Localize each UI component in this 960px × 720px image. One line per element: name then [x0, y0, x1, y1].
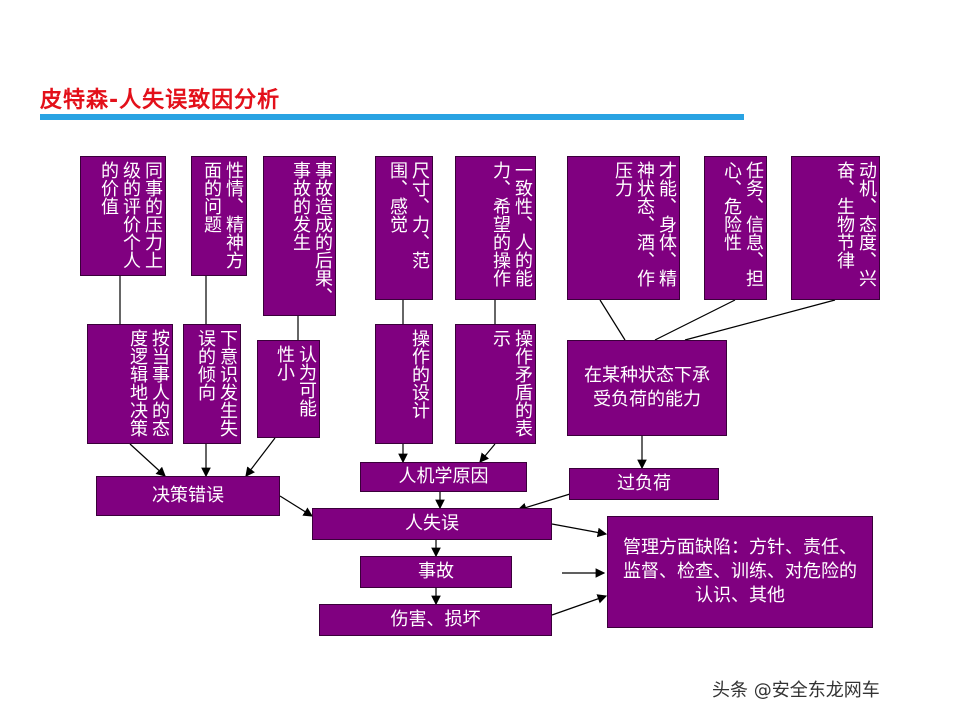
line-b7-m6	[654, 299, 736, 341]
line-b8-m6	[684, 299, 836, 341]
factor-box-peer-pressure: 同事的压力上级的评价个人的价值	[80, 156, 166, 276]
factor-box-size-force: 尺寸、力、范围、感觉	[375, 156, 433, 300]
factor-box-temperament: 性情、精神方面的问题	[191, 156, 247, 276]
cause-box-operation-design: 操作的设计	[375, 324, 433, 444]
line-b6-m6	[599, 299, 626, 341]
page-title: 皮特森-人失误致因分析	[40, 88, 281, 113]
decision-error-box: 决策错误	[96, 476, 280, 516]
ergonomics-box: 人机学原因	[360, 462, 527, 492]
cause-box-low-probability: 认为可能性小	[257, 340, 320, 438]
factor-box-motivation: 动机、态度、兴奋、生物节律	[791, 156, 880, 300]
factor-box-consistency: 一致性、人的能力、希望的操作	[455, 156, 536, 300]
arrow-decision-error	[279, 495, 314, 517]
factor-box-task-info: 任务、信息、担心、危险性	[704, 156, 767, 300]
human-error-box: 人失误	[312, 508, 552, 540]
arrow-overload-error	[516, 493, 571, 513]
arrow-m5-ergo	[479, 443, 496, 463]
accident-box: 事故	[360, 556, 512, 588]
overload-box: 过负荷	[569, 468, 719, 500]
arrow-m3-decision	[245, 437, 276, 477]
damage-box: 伤害、损坏	[319, 604, 552, 636]
arrow-mgmt-error	[551, 523, 608, 538]
watermark: 头条 @安全东龙网车	[712, 680, 880, 701]
management-defect-box: 管理方面缺陷：方针、责任、监督、检查、训练、对危险的认识、其他	[607, 516, 873, 628]
title-underline	[40, 114, 744, 120]
cause-box-logical-decision: 按当事人的态度逻辑地决策	[87, 324, 173, 444]
arrow-m1-decision	[129, 443, 166, 477]
cause-box-subconscious-error: 下意识发生失误的倾向	[183, 324, 241, 444]
cause-box-operation-conflict: 操作矛盾的表示	[455, 324, 536, 444]
arrow-mgmt-damage	[551, 594, 608, 616]
cause-box-load-capacity: 在某种状态下承受负荷的能力	[567, 340, 727, 436]
factor-box-ability-body: 才能、身体、精神状态、酒、作压力	[567, 156, 680, 300]
factor-box-consequence: 事故造成的后果、事故的发生	[263, 156, 336, 316]
